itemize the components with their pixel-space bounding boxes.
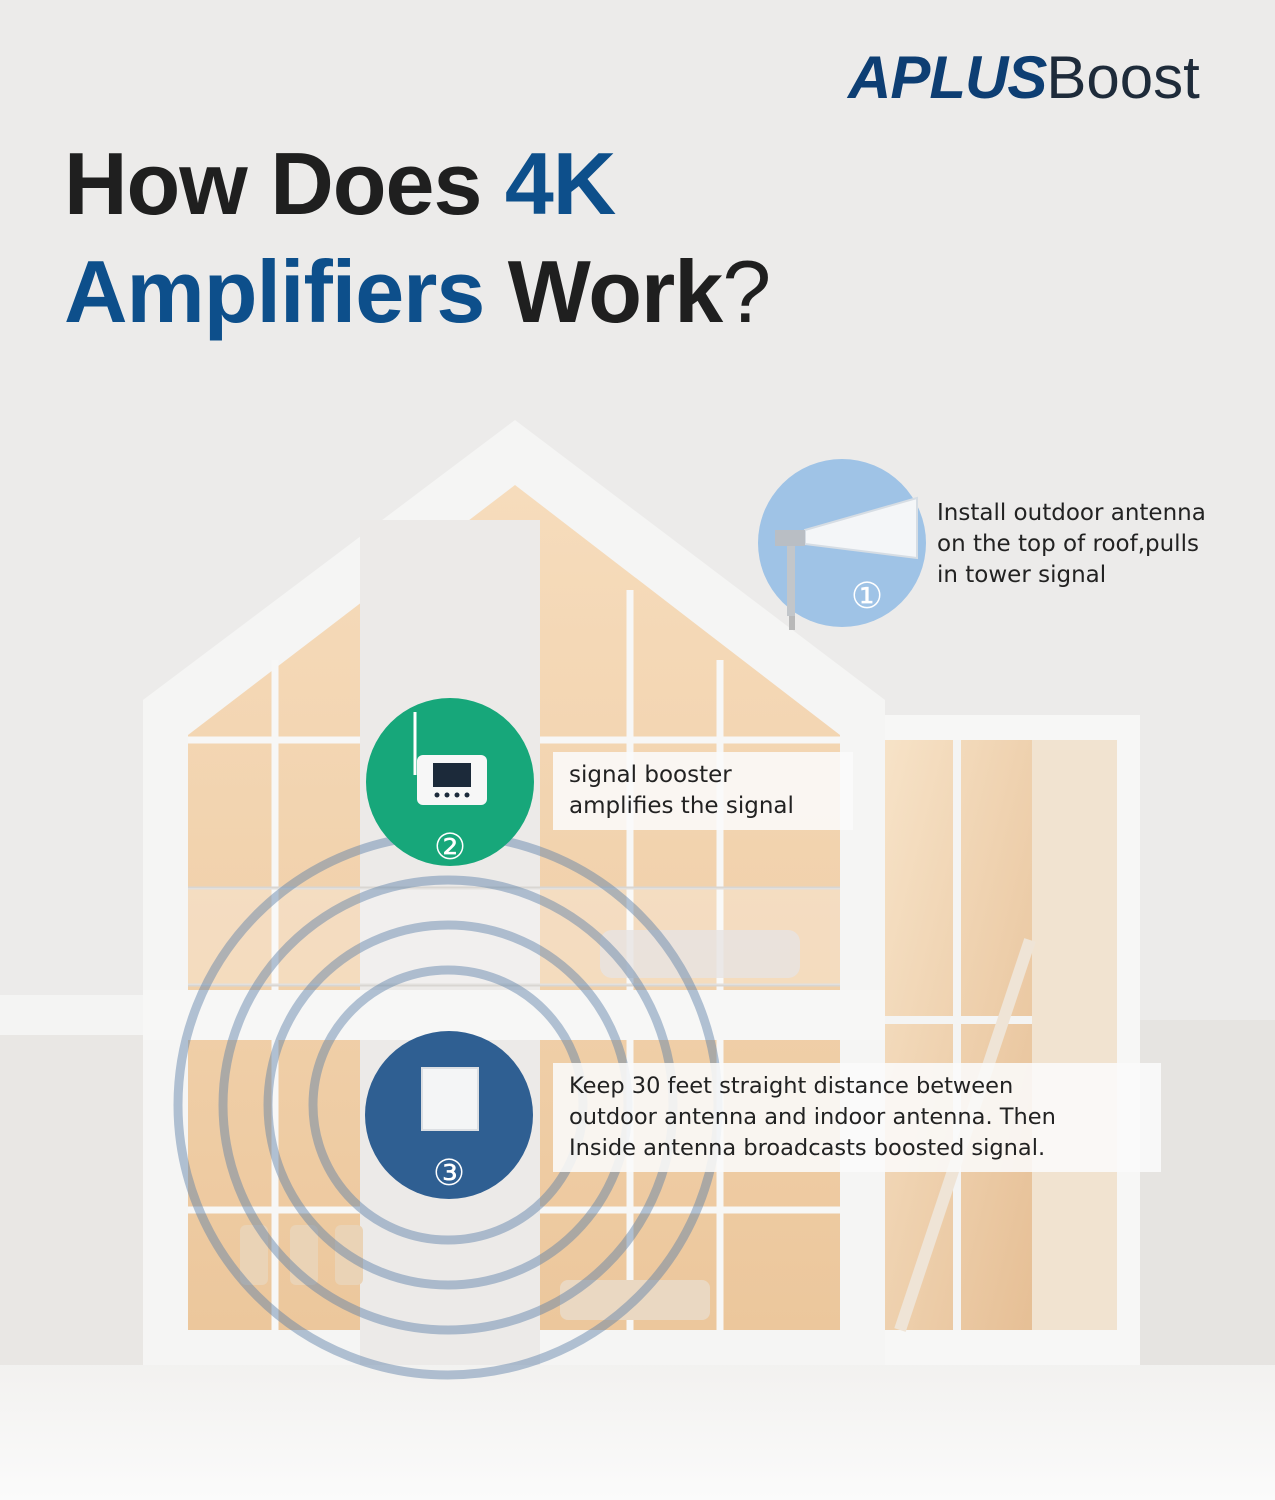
step-3-line: outdoor antenna and indoor antenna. Then: [569, 1104, 1056, 1130]
title-question-mark: ?: [722, 242, 771, 341]
logo-primary: APLUS: [848, 44, 1047, 111]
step-3-line: Keep 30 feet straight distance between: [569, 1073, 1014, 1099]
step-2-number: ②: [434, 827, 466, 867]
step-1-line: in tower signal: [937, 562, 1107, 588]
ground: [0, 1360, 1275, 1500]
step-2-badge: ②: [366, 698, 534, 867]
indoor-antenna-icon: [421, 1067, 479, 1131]
step-2-line: signal booster: [569, 762, 732, 788]
step-1-text: Install outdoor antenna on the top of ro…: [937, 498, 1206, 591]
step-1-line: Install outdoor antenna: [937, 500, 1206, 526]
balcony-rail: [188, 886, 840, 987]
step-2-text: signal booster amplifies the signal: [553, 752, 853, 830]
step-3-number: ③: [433, 1153, 465, 1194]
step-1-number: ①: [851, 576, 883, 617]
title-part: How Does: [64, 134, 505, 233]
step-3-text: Keep 30 feet straight distance between o…: [553, 1063, 1161, 1172]
center-wall: [360, 520, 540, 1365]
bed: [600, 930, 800, 978]
step-2-line: amplifies the signal: [569, 793, 794, 819]
step-3-line: Inside antenna broadcasts boosted signal…: [569, 1135, 1046, 1161]
title-part: Work: [484, 242, 723, 341]
logo-secondary: Boost: [1046, 44, 1200, 111]
page-title: How Does 4K Amplifiers Work?: [64, 130, 771, 346]
right-inner-wall: [1032, 740, 1117, 1330]
step-3-badge: ③: [365, 1031, 533, 1199]
outdoor-antenna-icon: [775, 496, 918, 616]
step-1-badge: ①: [758, 459, 926, 627]
dining-chairs: [240, 1225, 363, 1285]
sofa: [560, 1280, 710, 1320]
title-accent: Amplifiers: [64, 242, 485, 341]
signal-booster-icon: [413, 712, 487, 805]
brand-logo: APLUSBoost: [848, 48, 1200, 108]
floor-slab: [143, 990, 885, 1040]
step-1-line: on the top of roof,pulls: [937, 531, 1199, 557]
title-accent: 4K: [504, 134, 616, 233]
